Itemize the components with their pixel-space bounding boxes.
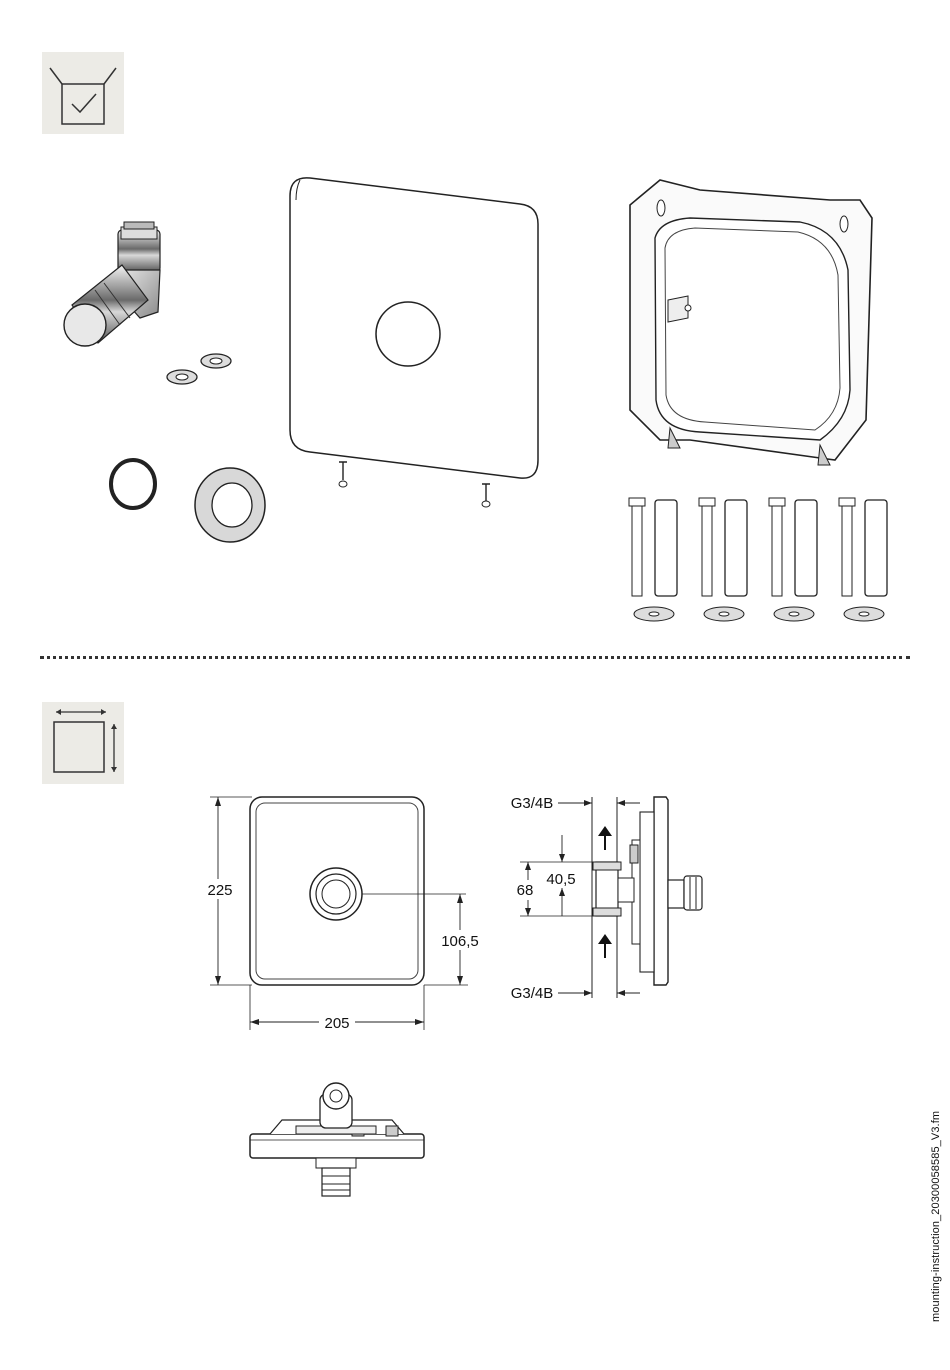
file-reference-label: mounting-instruction_20300058585_V3.fm — [930, 1042, 942, 1322]
cover-plate — [290, 178, 538, 478]
dim-spacing-label: 68 — [517, 882, 534, 899]
connection-top-label: G3/4B — [511, 795, 554, 812]
dim-height-label: 225 — [207, 882, 232, 899]
front-view: 225 205 106,5 — [203, 797, 483, 1032]
side-view: G3/4B G3/4B 68 40,5 — [511, 795, 702, 1002]
rosette — [195, 468, 265, 542]
dim-center-height-label: 106,5 — [441, 933, 479, 950]
top-view — [250, 1083, 424, 1196]
bolts-and-spacers — [629, 498, 887, 621]
o-ring — [111, 460, 155, 508]
mounting-frame — [630, 180, 872, 465]
dim-width-label: 205 — [324, 1015, 349, 1032]
dim-depth-label: 40,5 — [546, 871, 575, 888]
angle-valve — [64, 222, 160, 346]
washers — [167, 354, 231, 384]
connection-bottom-label: G3/4B — [511, 985, 554, 1002]
